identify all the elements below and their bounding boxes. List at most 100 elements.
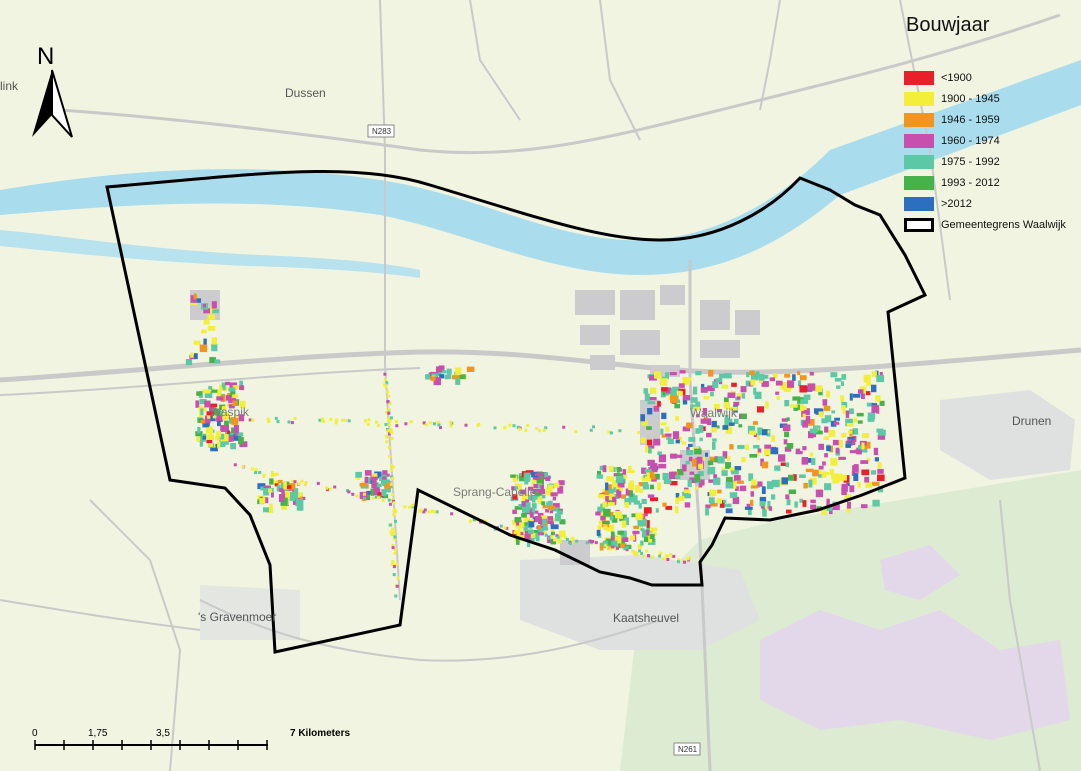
building-point bbox=[733, 475, 741, 481]
building-point bbox=[325, 486, 328, 490]
building-point bbox=[876, 375, 885, 383]
building-point bbox=[392, 573, 396, 577]
building-point bbox=[747, 508, 752, 516]
building-point bbox=[216, 415, 224, 421]
building-point bbox=[801, 459, 806, 465]
building-point bbox=[669, 553, 673, 557]
building-point bbox=[696, 414, 700, 418]
building-point bbox=[476, 423, 480, 427]
building-point bbox=[550, 535, 553, 539]
building-point bbox=[822, 461, 826, 466]
building-point bbox=[281, 502, 288, 510]
building-point bbox=[695, 401, 701, 409]
building-point bbox=[433, 377, 441, 386]
building-point bbox=[829, 445, 833, 453]
building-point bbox=[721, 470, 728, 476]
building-point bbox=[657, 482, 662, 490]
road-label-n283: N283 bbox=[372, 127, 392, 136]
building-point bbox=[541, 494, 546, 499]
building-point bbox=[845, 410, 850, 418]
building-point bbox=[699, 437, 703, 442]
building-point bbox=[544, 472, 548, 478]
building-point bbox=[388, 502, 392, 506]
building-point bbox=[852, 439, 856, 445]
building-point bbox=[871, 404, 879, 413]
building-point bbox=[799, 498, 803, 503]
building-point bbox=[393, 537, 397, 541]
building-point bbox=[847, 438, 852, 442]
building-point bbox=[665, 505, 673, 510]
building-point bbox=[437, 423, 441, 427]
building-point bbox=[382, 476, 387, 483]
building-point bbox=[224, 425, 229, 429]
building-point bbox=[722, 451, 728, 459]
building-point bbox=[768, 506, 772, 511]
building-point bbox=[195, 400, 200, 408]
building-point bbox=[209, 415, 216, 422]
building-point bbox=[597, 506, 605, 513]
building-point bbox=[841, 405, 846, 410]
building-point bbox=[384, 434, 388, 438]
building-point bbox=[732, 481, 737, 489]
building-point bbox=[861, 469, 870, 476]
building-point bbox=[832, 504, 840, 511]
building-point bbox=[381, 498, 385, 502]
building-point bbox=[649, 387, 657, 394]
building-point bbox=[645, 539, 653, 543]
building-point bbox=[846, 423, 854, 427]
legend-title: Bouwjaar bbox=[906, 14, 990, 36]
building-point bbox=[547, 505, 556, 510]
building-point bbox=[818, 411, 824, 417]
building-point bbox=[649, 471, 655, 479]
building-point bbox=[370, 475, 378, 481]
building-point bbox=[232, 385, 241, 390]
building-point bbox=[864, 441, 871, 449]
building-point bbox=[279, 488, 285, 492]
building-point bbox=[805, 468, 814, 473]
building-point bbox=[225, 395, 231, 401]
building-point bbox=[790, 404, 798, 408]
building-point bbox=[824, 471, 829, 475]
building-point bbox=[216, 389, 222, 395]
building-point bbox=[725, 508, 733, 514]
building-point bbox=[784, 400, 790, 407]
building-point bbox=[662, 502, 667, 507]
building-point bbox=[712, 381, 719, 389]
building-point bbox=[700, 479, 705, 486]
building-point bbox=[749, 430, 757, 435]
building-point bbox=[725, 481, 734, 489]
building-point bbox=[469, 519, 472, 523]
building-point bbox=[849, 485, 855, 493]
building-point bbox=[512, 520, 516, 526]
building-point bbox=[724, 418, 733, 426]
building-point bbox=[700, 418, 708, 424]
building-point bbox=[570, 540, 574, 544]
building-point bbox=[698, 425, 704, 433]
building-point bbox=[550, 531, 555, 536]
building-point bbox=[771, 479, 780, 488]
legend-label: 1960 - 1974 bbox=[941, 134, 1000, 147]
building-point bbox=[734, 486, 739, 491]
building-point bbox=[575, 539, 579, 543]
legend-swatch bbox=[904, 175, 934, 190]
road-shield-n261 bbox=[673, 742, 701, 756]
building-point bbox=[455, 378, 461, 385]
building-point bbox=[533, 483, 538, 489]
building-point bbox=[274, 416, 278, 420]
building-point bbox=[383, 383, 387, 387]
building-point bbox=[222, 416, 226, 420]
building-point bbox=[387, 417, 390, 421]
building-point bbox=[455, 367, 462, 375]
building-point bbox=[721, 384, 728, 389]
building-point bbox=[737, 445, 745, 449]
building-point bbox=[195, 431, 203, 437]
building-point bbox=[821, 471, 827, 478]
building-point bbox=[558, 480, 565, 486]
building-point bbox=[606, 538, 612, 546]
building-point bbox=[212, 415, 216, 419]
building-point bbox=[876, 428, 884, 433]
building-point bbox=[387, 446, 391, 449]
building-point bbox=[433, 510, 437, 514]
building-point bbox=[860, 460, 869, 464]
building-point bbox=[523, 525, 528, 531]
